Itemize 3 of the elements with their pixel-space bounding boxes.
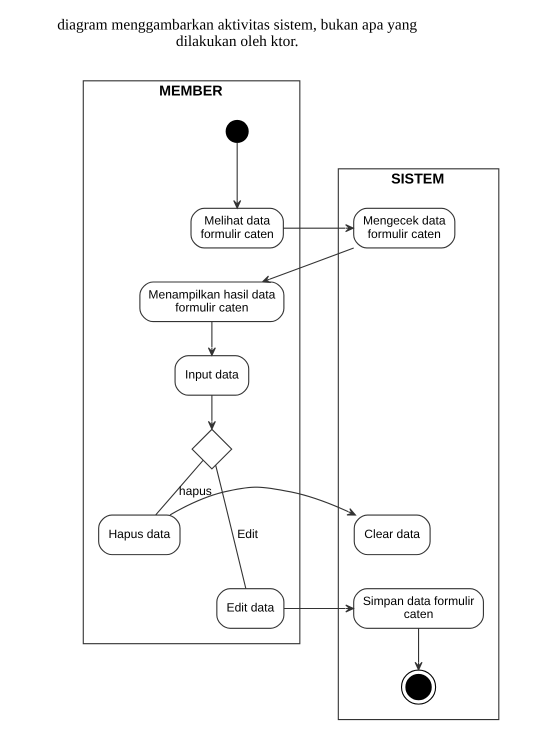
edge-label: hapus — [178, 484, 212, 498]
label: diagram menggambarkan aktivitas sistem, bukan apa yang dilakukan oleh ktor. — [57, 16, 418, 50]
edge-label: Edit — [237, 526, 258, 541]
